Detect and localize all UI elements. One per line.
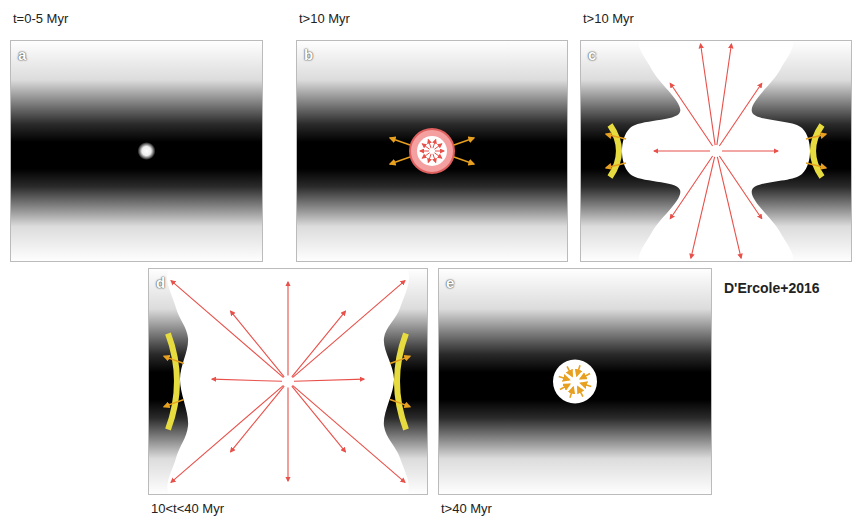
- flow-arrow: [581, 383, 592, 386]
- flow-arrow: [722, 150, 778, 151]
- flow-arrow: [806, 134, 826, 139]
- gas-disk: [296, 40, 568, 262]
- flow-arrow: [287, 388, 288, 482]
- flow-arrow: [212, 379, 282, 381]
- flow-arrow: [806, 163, 826, 168]
- flow-arrow: [580, 374, 590, 379]
- stage-panel: t>10 Myrb: [296, 40, 568, 262]
- stage-panel: et>40 Myr: [438, 268, 712, 495]
- panel-art: [580, 40, 852, 262]
- flow-arrow: [171, 281, 283, 378]
- flow-arrow: [435, 151, 444, 152]
- flow-arrow: [420, 151, 429, 152]
- refilled-cavity: [553, 360, 597, 404]
- flow-arrow: [606, 134, 626, 139]
- gas-disk: [438, 268, 712, 495]
- flow-arrow: [654, 150, 710, 151]
- flow-arrow: [719, 156, 761, 219]
- flow-arrow: [293, 281, 405, 378]
- flow-arrow: [390, 356, 410, 363]
- flow-arrow: [433, 154, 436, 163]
- flow-arrow: [691, 157, 715, 258]
- flow-arrow: [434, 153, 441, 158]
- time-label: t>10 Myr: [299, 11, 350, 26]
- flow-arrow: [670, 83, 712, 146]
- flow-arrow: [428, 140, 431, 149]
- flow-arrow: [701, 44, 716, 145]
- time-label: t=0-5 Myr: [13, 11, 68, 26]
- flow-arrow: [670, 156, 712, 219]
- flow-arrow: [577, 365, 580, 376]
- flow-arrow: [578, 387, 583, 397]
- flow-arrow: [567, 366, 572, 376]
- panel-letter: c: [588, 46, 596, 63]
- flow-arrow: [390, 400, 410, 407]
- flow-arrow: [294, 379, 364, 381]
- gas-disk: [10, 40, 263, 262]
- flow-arrow: [719, 83, 761, 146]
- flow-arrow: [292, 386, 346, 452]
- swept-shell: [397, 334, 406, 430]
- flow-arrow: [717, 44, 732, 145]
- swept-shell: [813, 125, 822, 177]
- panel-art: [148, 268, 428, 495]
- flow-arrow: [287, 282, 288, 376]
- time-label: t>10 Myr: [583, 11, 634, 26]
- flow-arrow: [171, 385, 283, 482]
- cavity: [167, 268, 409, 495]
- flow-arrow: [717, 157, 741, 258]
- flow-arrow: [422, 153, 429, 158]
- flow-arrow: [231, 386, 285, 452]
- star-cluster: [138, 142, 156, 160]
- panel-letter: e: [446, 274, 454, 291]
- stage-panel: t>10 Myrc: [580, 40, 852, 262]
- bubble-shell: [410, 129, 454, 173]
- time-label: t>40 Myr: [441, 501, 492, 516]
- flow-arrow: [434, 144, 441, 149]
- flow-arrow: [164, 400, 184, 407]
- panel-art: [296, 40, 568, 262]
- flow-arrow: [293, 385, 405, 482]
- flow-arrow: [390, 138, 410, 145]
- panel-art: [438, 268, 712, 495]
- flow-arrow: [390, 157, 410, 164]
- credit-label: D'Ercole+2016: [724, 280, 820, 296]
- bubble-interior: [417, 136, 447, 166]
- time-label: 10<t<40 Myr: [151, 501, 224, 516]
- flow-arrow: [164, 356, 184, 363]
- panel-art: [10, 40, 263, 262]
- stage-panel: d10<t<40 Myr: [148, 268, 428, 495]
- panel-letter: d: [156, 274, 165, 291]
- flow-arrow: [454, 157, 474, 164]
- swept-shell: [610, 125, 619, 177]
- cavity: [622, 40, 810, 262]
- flow-arrow: [422, 144, 429, 149]
- swept-shell: [168, 334, 177, 430]
- flow-arrow: [428, 154, 431, 163]
- flow-arrow: [570, 387, 573, 398]
- flow-arrow: [433, 140, 436, 149]
- panel-letter: b: [304, 46, 313, 63]
- flow-arrow: [606, 163, 626, 168]
- flow-arrow: [454, 138, 474, 145]
- flow-arrow: [231, 311, 285, 377]
- flow-arrow: [559, 376, 570, 379]
- panel-letter: a: [18, 46, 26, 63]
- flow-arrow: [292, 311, 346, 377]
- stage-panel: t=0-5 Myra: [10, 40, 263, 262]
- flow-arrow: [560, 384, 570, 389]
